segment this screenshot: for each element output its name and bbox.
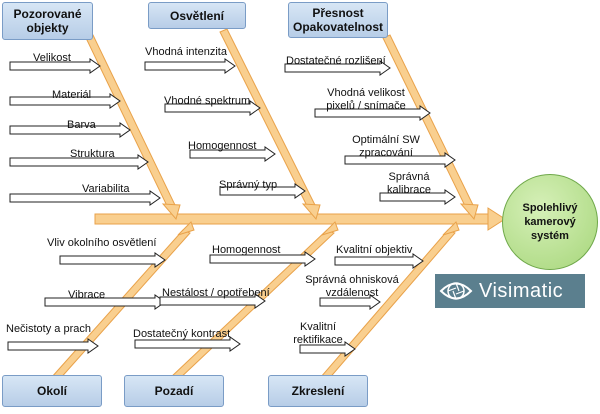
cause-label: Správná ohnisková vzdálenost xyxy=(305,274,399,299)
cause-label: Vliv okolního osvětlení xyxy=(47,237,157,249)
cause-arrow xyxy=(319,294,381,310)
cause-label: Dostatečné rozlišení xyxy=(286,55,386,67)
cause-arrow xyxy=(189,146,276,162)
cause-arrow xyxy=(134,336,241,352)
cause-arrow xyxy=(9,122,131,138)
cause-label: Barva xyxy=(67,119,96,131)
category-pozorovane-objekty: Pozorované objekty xyxy=(2,2,93,40)
cause-label: Homogennost xyxy=(188,140,257,152)
cause-arrow xyxy=(314,105,431,121)
cause-arrow xyxy=(9,190,161,206)
cause-label: Homogennost xyxy=(212,244,281,256)
cause-label: Kvalitní objektiv xyxy=(336,244,413,256)
cause-arrow xyxy=(9,154,149,170)
category-osvetleni: Osvětlení xyxy=(148,2,246,29)
category-pozadi: Pozadí xyxy=(124,375,224,407)
cause-label: Nečistoty a prach xyxy=(6,323,91,335)
cause-label: Vhodná velikost pixelů / snímače xyxy=(326,87,406,112)
cause-arrow xyxy=(9,93,121,109)
cause-arrow xyxy=(164,100,261,116)
category-okoli: Okolí xyxy=(2,375,102,407)
logo-text: Visimatic xyxy=(479,279,564,302)
cause-arrow xyxy=(334,253,424,269)
cause-label: Optimální SW zpracování xyxy=(352,134,420,159)
aperture-icon xyxy=(439,282,473,300)
cause-arrow xyxy=(344,152,456,168)
cause-arrow xyxy=(59,252,166,268)
visimatic-logo: Visimatic xyxy=(435,274,585,308)
cause-label: Materiál xyxy=(52,89,92,101)
category-zkresleni: Zkreslení xyxy=(268,375,368,407)
cause-arrow xyxy=(299,341,356,357)
cause-arrow xyxy=(9,58,101,74)
cause-label: Kvalitní rektifikace xyxy=(293,321,343,346)
cause-arrow xyxy=(7,338,99,354)
effect-head: Spolehlivý kamerový systém xyxy=(502,174,598,270)
cause-label: Nestálost / opotřebení xyxy=(162,287,270,299)
bone-osvetleni xyxy=(219,28,321,221)
cause-label: Dostatečný kontrast xyxy=(133,328,231,340)
cause-label: Variabilita xyxy=(82,183,130,195)
cause-label: Struktura xyxy=(70,148,115,160)
spine-arrow xyxy=(94,207,506,231)
cause-arrow xyxy=(284,60,391,76)
cause-label: Vhodná intenzita xyxy=(145,46,227,58)
effect-label: Spolehlivý kamerový systém xyxy=(522,202,578,242)
cause-arrow xyxy=(379,189,456,205)
cause-label: Vhodné spektrum xyxy=(164,95,251,107)
cause-arrow xyxy=(219,183,306,199)
category-presnost: Přesnost Opakovatelnost xyxy=(288,2,388,38)
cause-arrow xyxy=(144,58,236,74)
cause-arrow xyxy=(209,251,316,267)
cause-label: Správný typ xyxy=(219,179,278,191)
cause-label: Správná kalibrace xyxy=(386,171,432,196)
cause-arrow xyxy=(159,293,266,309)
cause-label: Velikost xyxy=(33,52,71,64)
cause-label: Vibrace xyxy=(68,289,106,301)
